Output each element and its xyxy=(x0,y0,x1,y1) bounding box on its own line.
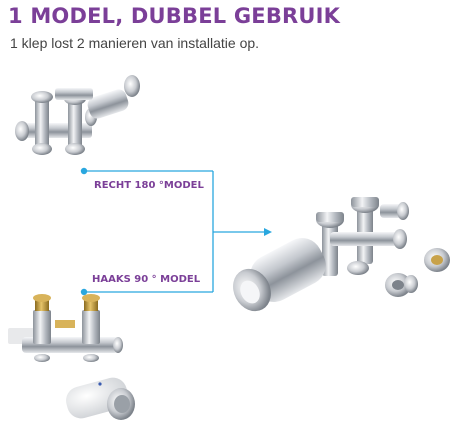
connector-dot-recht xyxy=(80,167,88,175)
connector-lines xyxy=(84,170,268,293)
valve-recht-illustration xyxy=(15,75,140,155)
label-recht-model: RECHT 180 °MODEL xyxy=(94,180,204,191)
valve-combined-illustration xyxy=(233,197,450,312)
connector-arrow xyxy=(264,228,272,236)
label-haaks-model: HAAKS 90 ° MODEL xyxy=(92,274,201,285)
page-subtitle: 1 klep lost 2 manieren van installatie o… xyxy=(10,35,260,51)
connector-dot-haaks xyxy=(80,288,88,296)
valve-haaks-illustration xyxy=(8,294,135,420)
page-title: 1 MODEL, DUBBEL GEBRUIK xyxy=(8,4,341,28)
